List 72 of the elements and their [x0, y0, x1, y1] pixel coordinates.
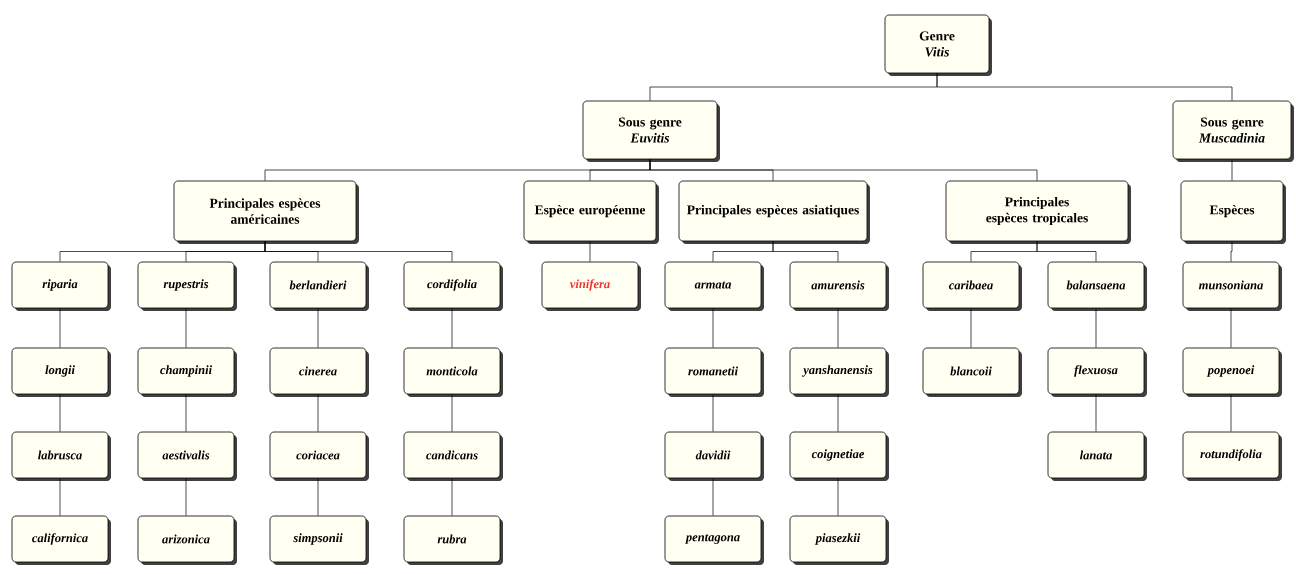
taxon-box: coriacea: [269, 431, 369, 481]
connector-line: [712, 478, 714, 516]
taxon-box: Principales espèces tropicales: [945, 180, 1131, 244]
connector-line: [589, 241, 591, 262]
taxon-box: monticola: [403, 347, 503, 397]
connector-line: [649, 159, 1038, 181]
taxon-box: pentagona: [664, 515, 764, 565]
taxon-box: longii: [11, 347, 111, 397]
taxon-box: californica: [11, 515, 111, 565]
taxon-box: amurensis: [789, 261, 889, 311]
connector-line: [264, 241, 453, 262]
taxon-box: rubra: [403, 515, 503, 565]
connector-line: [317, 478, 319, 516]
taxon-box: Genre Vitis: [884, 14, 992, 76]
connector-line: [837, 478, 839, 516]
taxon-box: champinii: [137, 347, 237, 397]
taxon-box: arizonica: [137, 515, 237, 565]
taxon-box: romanetii: [664, 347, 764, 397]
taxon-box: yanshanensis: [789, 347, 889, 397]
taxon-box: aestivalis: [137, 431, 237, 481]
taxon-box: armata: [664, 261, 764, 311]
taxon-box: Sous genre Muscadinia: [1172, 100, 1294, 162]
taxon-box: Principales espèces américaines: [173, 180, 359, 244]
connector-line: [837, 394, 839, 432]
connector-line: [837, 308, 839, 348]
taxon-box: cordifolia: [403, 261, 503, 311]
connector-line: [712, 308, 714, 348]
taxon-box: piasezkii: [789, 515, 889, 565]
taxon-box: davidii: [664, 431, 764, 481]
taxon-box: flexuosa: [1047, 347, 1147, 397]
taxon-box: rupestris: [137, 261, 237, 311]
connector-line: [451, 478, 453, 516]
connector-line: [317, 308, 319, 348]
taxon-box: rotundifolia: [1182, 431, 1282, 481]
taxon-box: labrusca: [11, 431, 111, 481]
connector-line: [59, 308, 61, 348]
connector-line: [185, 308, 187, 348]
connector-line: [1095, 308, 1097, 348]
taxon-box: vinifera: [541, 261, 641, 311]
connector-line: [1230, 308, 1232, 348]
taxon-box: Sous genre Euvitis: [582, 100, 720, 162]
taxon-box: cinerea: [269, 347, 369, 397]
taxon-box: lanata: [1047, 431, 1147, 481]
taxon-box: riparia: [11, 261, 111, 311]
connector-line: [772, 241, 839, 262]
connector-line: [970, 308, 972, 348]
connector-line: [1230, 241, 1233, 262]
taxon-box: popenoei: [1182, 347, 1282, 397]
connector-line: [59, 394, 61, 432]
connector-line: [712, 394, 714, 432]
connector-line: [936, 73, 1233, 101]
taxon-box: berlandieri: [269, 261, 369, 311]
connector-line: [317, 394, 319, 432]
taxon-box: Espèces: [1180, 180, 1286, 244]
taxon-box: candicans: [403, 431, 503, 481]
taxon-box: Espèce européenne: [523, 180, 659, 244]
taxon-box: blancoii: [922, 347, 1022, 397]
connector-line: [451, 308, 453, 348]
connector-line: [451, 394, 453, 432]
taxon-box: munsoniana: [1182, 261, 1282, 311]
taxon-box: caribaea: [922, 261, 1022, 311]
connector-line: [185, 394, 187, 432]
connector-line: [1230, 394, 1232, 432]
connector-line: [1036, 241, 1097, 262]
taxon-box: coignetiae: [789, 431, 889, 481]
connector-line: [59, 478, 61, 516]
connector-line: [1231, 159, 1233, 181]
connector-line: [1095, 394, 1097, 432]
taxon-box: Principales espèces asiatiques: [678, 180, 870, 244]
connector-line: [185, 478, 187, 516]
taxon-box: simpsonii: [269, 515, 369, 565]
taxon-box: balansaena: [1047, 261, 1147, 311]
